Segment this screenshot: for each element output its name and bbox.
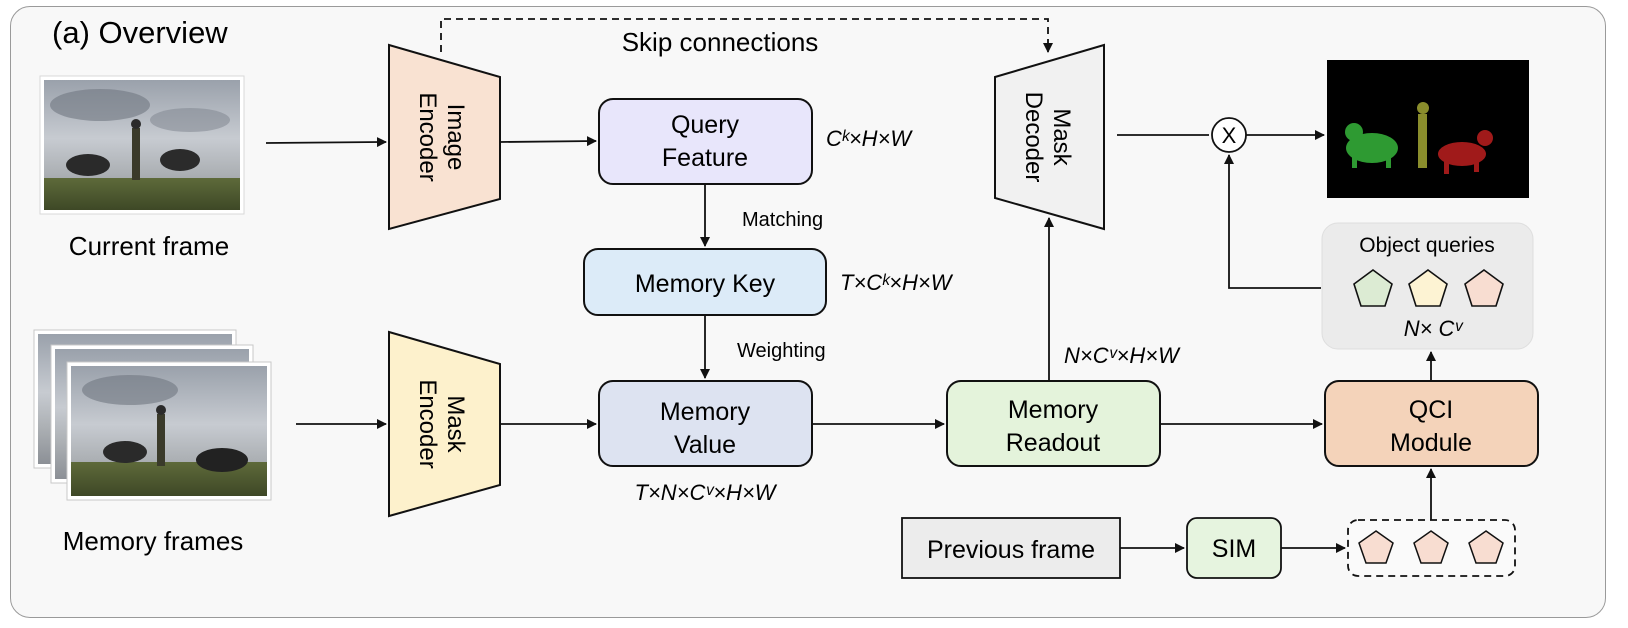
qci-module-label-2: Module [1390, 429, 1472, 457]
mask-decoder-shape [994, 43, 1105, 231]
query-dim-label: Cᵏ×H×W [826, 126, 913, 151]
output-mask-image [1327, 60, 1529, 198]
multiply-symbol: X [1222, 123, 1237, 148]
mask-encoder-label-1: Mask [442, 395, 469, 453]
object-query-pentagon-yellow [1408, 269, 1448, 307]
arrow-image-encoder-to-query [499, 136, 597, 147]
image-encoder-shape [388, 43, 501, 231]
query-feature-label-2: Feature [662, 144, 748, 172]
memory-readout-label-1: Memory [1008, 396, 1099, 424]
mask-decoder-label-2: Decoder [1020, 92, 1047, 183]
matching-label: Matching [742, 209, 823, 231]
key-dim-label: T×Cᵏ×H×W [840, 270, 954, 295]
memory-frames-label: Memory frames [63, 526, 244, 556]
previous-frame-label: Previous frame [927, 536, 1095, 564]
object-queries-label: Object queries [1359, 234, 1494, 257]
mask-encoder-label-2: Encoder [414, 379, 441, 468]
memory-readout-label-2: Readout [1006, 429, 1101, 457]
queries-dim-label: N× Cᵛ [1404, 316, 1465, 341]
initial-query-pentagon-2 [1413, 530, 1449, 564]
current-frame-photo [39, 75, 245, 215]
initial-query-pentagon-3 [1468, 530, 1504, 564]
arrow-queries-to-multiply [1224, 154, 1321, 289]
query-feature-label-1: Query [671, 111, 740, 139]
memory-frames-photos [33, 329, 272, 501]
skip-connection-arrow [440, 18, 1053, 53]
current-frame-label: Current frame [69, 231, 229, 261]
readout-dim-label: N×Cᵛ×H×W [1064, 343, 1181, 368]
qci-module-label-1: QCI [1409, 396, 1453, 424]
mask-decoder-label-1: Mask [1048, 108, 1075, 166]
skip-connections-label: Skip connections [622, 27, 819, 57]
weighting-label: Weighting [737, 340, 826, 362]
sim-label: SIM [1212, 535, 1256, 563]
figure-title: (a) Overview [52, 15, 228, 50]
image-encoder-label-1: Image [442, 104, 469, 171]
object-query-pentagon-peach [1464, 269, 1504, 307]
initial-query-pentagon-1 [1358, 530, 1394, 564]
image-encoder-label-2: Encoder [414, 92, 441, 181]
previous-frame-box [901, 517, 1121, 579]
arrow-frame-to-image-encoder [265, 137, 387, 148]
memory-value-label-1: Memory [660, 398, 751, 426]
object-query-pentagon-green [1353, 269, 1393, 307]
memory-key-label: Memory Key [635, 270, 776, 298]
value-dim-label: T×N×Cᵛ×H×W [634, 480, 777, 505]
connection-arrows [265, 130, 1436, 553]
mask-encoder-shape [388, 330, 501, 518]
memory-value-label-2: Value [674, 431, 736, 459]
